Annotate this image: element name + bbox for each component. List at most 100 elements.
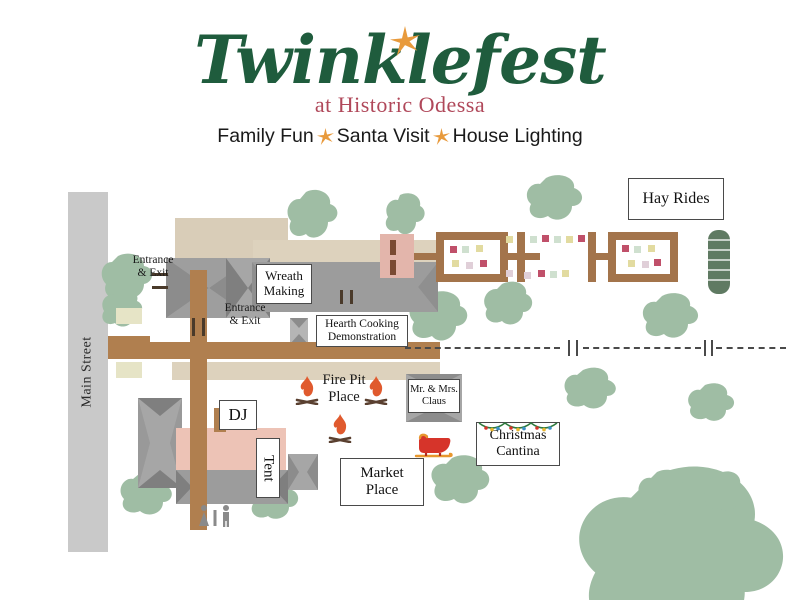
label-hearth-cooking[interactable]: Hearth Cooking Demonstration	[316, 315, 408, 347]
campfire-icon	[295, 376, 319, 405]
label-entrance-exit-center-line2: & Exit	[229, 315, 261, 328]
stall-goods-square	[538, 270, 545, 277]
tree-icon	[703, 471, 747, 511]
label-entrance-exit-left-line1: Entrance	[132, 254, 174, 266]
string-lights-icon	[478, 421, 558, 432]
building-tent-annex	[288, 454, 318, 490]
campfire-icon	[328, 414, 352, 443]
label-fire-pit-place: Fire Pit Place	[310, 372, 378, 405]
gate-post-icon	[568, 340, 570, 356]
label-entrance-exit-center: Entrance & Exit	[210, 302, 280, 328]
stall-goods-square	[462, 246, 469, 253]
restroom-icon	[199, 505, 229, 527]
label-tent[interactable]: Tent	[256, 438, 280, 498]
tree-icon	[287, 189, 338, 238]
pale-plot-upper	[116, 308, 142, 324]
stall-goods-square	[476, 245, 483, 252]
entrance-door-mark	[152, 286, 168, 289]
building-yard-lower	[172, 362, 440, 380]
stall-goods-square	[550, 271, 557, 278]
pale-plot-lower	[116, 362, 142, 378]
label-hay-rides[interactable]: Hay Rides	[628, 178, 724, 220]
label-tent-text: Tent	[260, 454, 277, 482]
stall-goods-square	[566, 236, 573, 243]
tagline-part-santa-visit: Santa Visit	[336, 125, 430, 147]
stall-goods-square	[578, 235, 585, 242]
stall-goods-square	[642, 261, 649, 268]
label-mr-mrs-claus[interactable]: Mr. & Mrs. Claus	[408, 379, 460, 413]
vendor-stall-post	[588, 232, 596, 282]
main-walking-path-vertical	[190, 270, 207, 530]
entrance-door-mark	[350, 290, 353, 304]
page-title: Twinklefest	[194, 18, 607, 102]
tree-icon	[564, 367, 616, 409]
stall-goods-square	[506, 270, 513, 277]
tree-icon	[101, 253, 153, 299]
entrance-door-mark	[152, 273, 168, 276]
vendor-stall-post	[517, 232, 525, 282]
label-hay-rides-text: Hay Rides	[642, 190, 710, 208]
label-entrance-exit-center-line1: Entrance	[224, 302, 266, 314]
label-hearth-cooking-line2: Demonstration	[327, 331, 397, 343]
stall-goods-square	[628, 260, 635, 267]
vendor-stall-entry	[380, 234, 414, 278]
gate-post-icon	[711, 340, 713, 356]
building-hearth-outbuilding	[290, 318, 308, 344]
sleigh-icon	[414, 433, 453, 458]
sparkle-star-icon	[432, 128, 450, 145]
label-dj[interactable]: DJ	[219, 400, 257, 430]
label-market-place[interactable]: Market Place	[340, 458, 424, 506]
stall-goods-square	[480, 260, 487, 267]
tree-icon	[431, 455, 490, 504]
tree-icon	[638, 469, 690, 515]
main-street-band	[68, 192, 108, 552]
stall-goods-square	[622, 245, 629, 252]
sparkle-star-icon	[316, 128, 334, 145]
stall-goods-square	[562, 270, 569, 277]
label-fire-pit-line1: Fire Pit	[322, 372, 366, 388]
label-entrance-exit-left-line2: & Exit	[137, 267, 169, 280]
label-wreath-making-line2: Making	[263, 283, 305, 298]
stall-goods-square	[466, 262, 473, 269]
stall-goods-square	[634, 246, 641, 253]
vendor-stall-link	[414, 253, 436, 260]
event-logo-header: Twinklefest at Historic Odessa Family Fu…	[0, 18, 800, 148]
label-christmas-cantina[interactable]: Christmas Cantina	[476, 422, 560, 466]
event-tagline: Family Fun Santa Visit House Lighting	[0, 125, 800, 148]
label-wreath-making-line1: Wreath	[265, 268, 303, 284]
site-map: Main Street	[0, 170, 800, 600]
dashed-boundary-icon	[405, 347, 560, 349]
tagline-part-house-lighting: House Lighting	[452, 125, 583, 147]
stall-goods-square	[530, 236, 537, 243]
stall-goods-square	[506, 236, 513, 243]
tagline-part-family-fun: Family Fun	[217, 125, 314, 147]
label-claus-line1: Mr. & Mrs.	[410, 384, 458, 396]
label-fire-pit-line2: Place	[328, 388, 360, 405]
page-subtitle: at Historic Odessa	[314, 92, 486, 117]
label-cantina-line1: Christmas	[489, 428, 547, 444]
gate-post-icon	[704, 340, 706, 356]
label-market-place-line1: Market	[360, 465, 404, 482]
label-cantina-line2: Cantina	[496, 444, 540, 459]
vendor-stall-entry-door	[390, 240, 396, 255]
label-market-place-line2: Place	[365, 482, 399, 498]
gate-post-icon	[576, 340, 578, 356]
entrance-door-mark	[340, 290, 343, 304]
main-street-label: Main Street	[80, 336, 95, 408]
label-claus-line2: Claus	[422, 396, 446, 407]
tree-icon	[484, 281, 533, 325]
dashed-boundary-icon	[583, 347, 701, 349]
label-hearth-cooking-line1: Hearth Cooking	[325, 318, 399, 331]
stall-goods-square	[524, 272, 531, 279]
tree-icon	[642, 293, 699, 338]
campfire-icon	[364, 376, 388, 405]
tree-icon	[526, 175, 583, 220]
label-wreath-making[interactable]: Wreath Making	[256, 264, 312, 304]
dashed-boundary-icon	[716, 347, 786, 349]
stall-goods-square	[554, 236, 561, 243]
label-entrance-exit-left: Entrance & Exit	[120, 254, 186, 280]
tree-icon	[688, 383, 735, 421]
tree-icon	[385, 193, 425, 235]
vendor-stall-link	[596, 253, 612, 260]
